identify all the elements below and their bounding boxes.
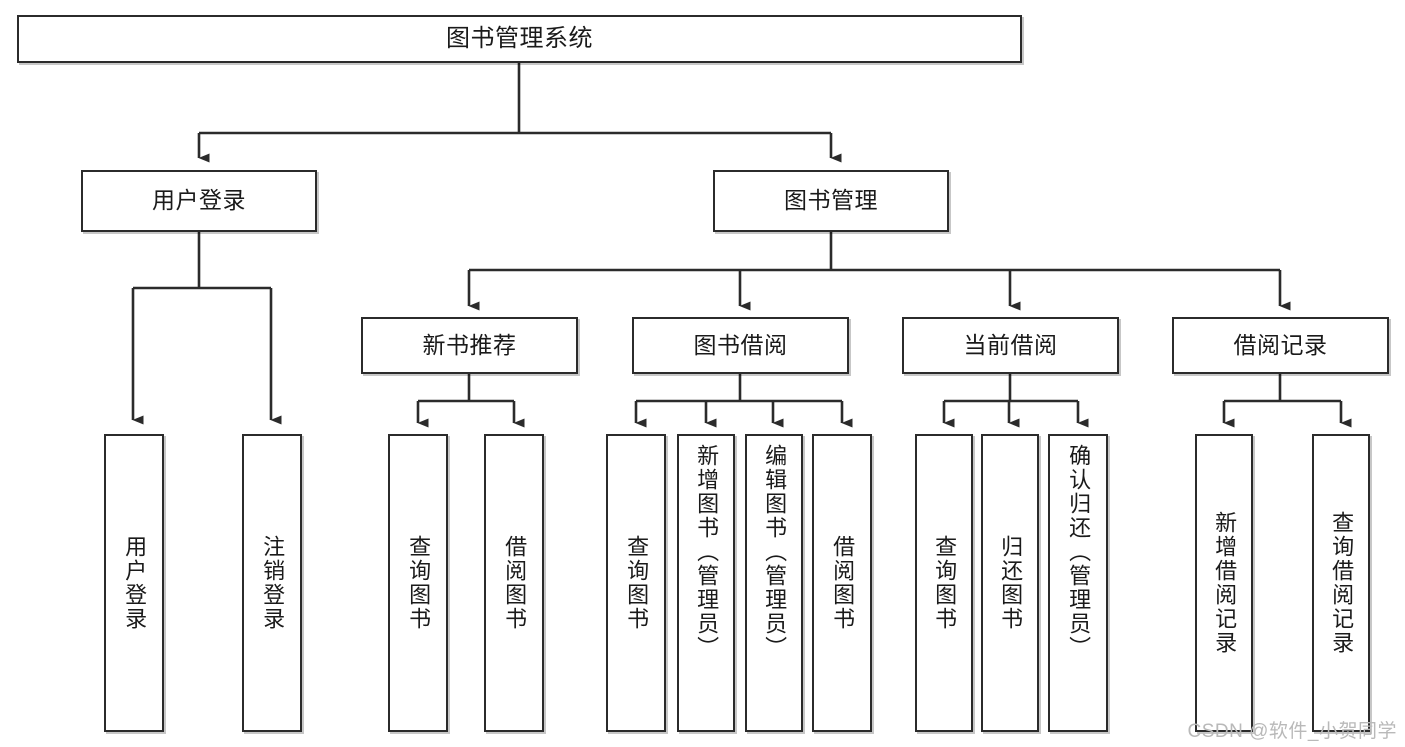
- leaf-cb-confirm-return[interactable]: 确认归还（管理员）: [1048, 434, 1108, 732]
- node-borrow-record[interactable]: 借阅记录: [1172, 317, 1389, 374]
- node-label: 编辑图书（管理员）: [762, 444, 788, 660]
- node-user-login[interactable]: 用户登录: [81, 170, 317, 232]
- leaf-nb-borrow-book[interactable]: 借阅图书: [484, 434, 544, 732]
- node-root-system[interactable]: 图书管理系统: [17, 15, 1022, 63]
- node-new-book-recommend[interactable]: 新书推荐: [361, 317, 578, 374]
- leaf-nb-query-book[interactable]: 查询图书: [388, 434, 448, 732]
- node-label: 图书管理: [784, 187, 878, 214]
- node-label: 确认归还（管理员）: [1066, 444, 1092, 660]
- leaf-user-login[interactable]: 用户登录: [104, 434, 164, 732]
- node-label: 查询图书: [624, 535, 650, 631]
- leaf-br-add-record[interactable]: 新增借阅记录: [1195, 434, 1253, 732]
- leaf-bb-edit-book[interactable]: 编辑图书（管理员）: [745, 434, 803, 732]
- leaf-cb-return-book[interactable]: 归还图书: [981, 434, 1039, 732]
- node-label: 借阅图书: [502, 535, 528, 631]
- node-label: 借阅图书: [830, 535, 856, 631]
- node-current-borrow[interactable]: 当前借阅: [902, 317, 1119, 374]
- node-label: 当前借阅: [963, 331, 1058, 358]
- node-label: 图书借阅: [693, 331, 788, 358]
- csdn-watermark: CSDN @软件_小贺同学: [1187, 721, 1397, 742]
- node-label: 新增借阅记录: [1212, 511, 1238, 655]
- leaf-br-query-record[interactable]: 查询借阅记录: [1312, 434, 1370, 732]
- node-label: 新书推荐: [422, 331, 517, 358]
- node-label: 用户登录: [152, 187, 246, 214]
- node-label: 图书管理系统: [446, 24, 593, 52]
- leaf-bb-add-book[interactable]: 新增图书（管理员）: [677, 434, 735, 732]
- node-label: 查询图书: [406, 535, 432, 631]
- node-label: 查询图书: [932, 535, 958, 631]
- leaf-cb-query-book[interactable]: 查询图书: [915, 434, 973, 732]
- leaf-bb-query-book[interactable]: 查询图书: [606, 434, 666, 732]
- node-label: 注销登录: [260, 535, 286, 631]
- node-book-management[interactable]: 图书管理: [713, 170, 949, 232]
- node-label: 新增图书（管理员）: [694, 444, 720, 660]
- node-label: 查询借阅记录: [1329, 511, 1355, 655]
- leaf-bb-borrow-book[interactable]: 借阅图书: [812, 434, 872, 732]
- node-label: 借阅记录: [1233, 331, 1328, 358]
- leaf-logout[interactable]: 注销登录: [242, 434, 302, 732]
- node-book-borrow[interactable]: 图书借阅: [632, 317, 849, 374]
- node-label: 归还图书: [998, 535, 1024, 631]
- node-label: 用户登录: [122, 535, 148, 631]
